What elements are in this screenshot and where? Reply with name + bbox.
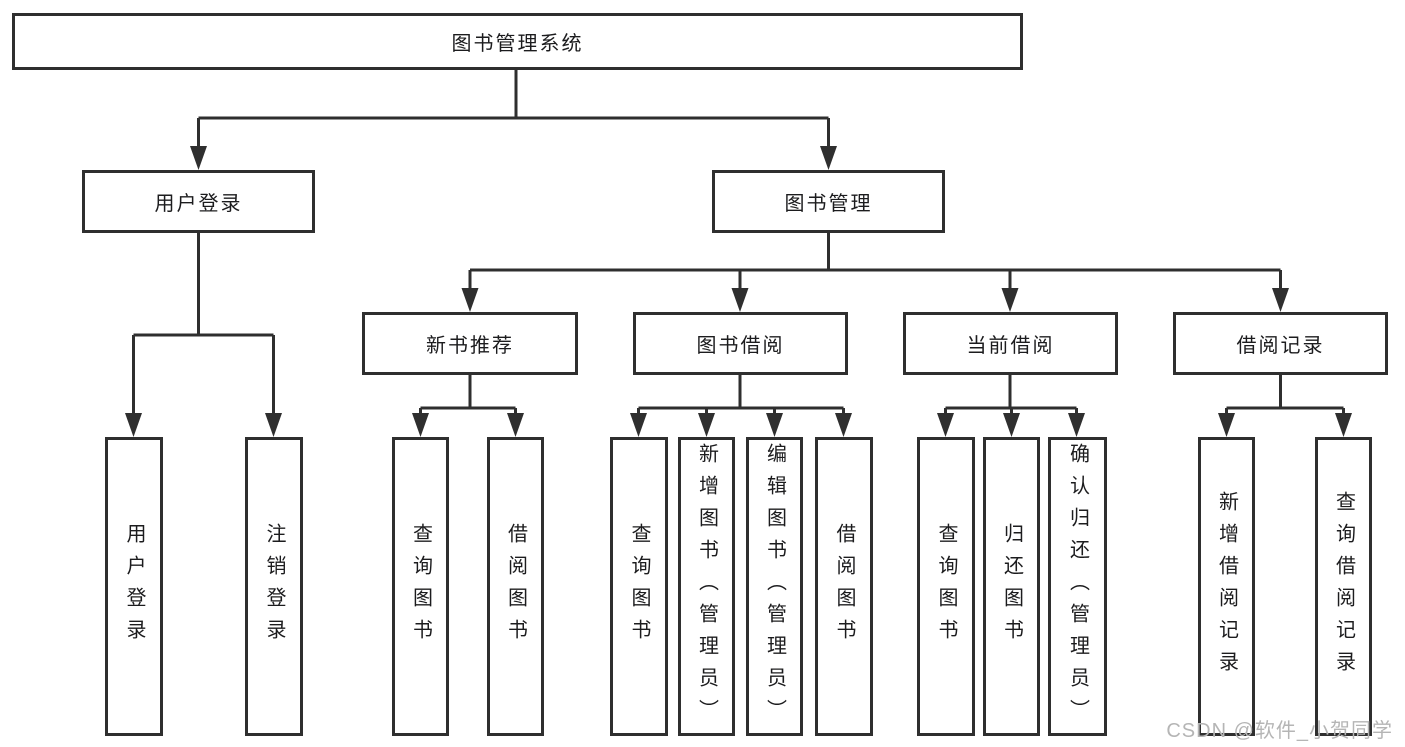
leaf-records-add-record: 新增借阅记录 bbox=[1198, 437, 1255, 736]
leaf-user-login: 用户登录 bbox=[105, 437, 163, 736]
leaf-recommend-query-books: 查询图书 bbox=[392, 437, 449, 736]
node-new-book-recommendation: 新书推荐 bbox=[362, 312, 578, 375]
leaf-borrowing-borrow-books: 借阅图书 bbox=[815, 437, 873, 736]
leaf-current-return-books: 归还图书 bbox=[983, 437, 1040, 736]
node-book-borrowing: 图书借阅 bbox=[633, 312, 848, 375]
leaf-current-query-books: 查询图书 bbox=[917, 437, 975, 736]
leaf-borrowing-add-books-admin: 新增图书（管理员） bbox=[678, 437, 735, 736]
leaf-borrowing-edit-books-admin: 编辑图书（管理员） bbox=[746, 437, 803, 736]
arrowhead-icons bbox=[125, 146, 1352, 437]
node-root: 图书管理系统 bbox=[12, 13, 1023, 70]
leaf-current-confirm-return-admin: 确认归还（管理员） bbox=[1048, 437, 1107, 736]
node-user-login: 用户登录 bbox=[82, 170, 315, 233]
node-current-borrowing: 当前借阅 bbox=[903, 312, 1118, 375]
leaf-records-query-record: 查询借阅记录 bbox=[1315, 437, 1372, 736]
node-borrowing-records: 借阅记录 bbox=[1173, 312, 1388, 375]
node-book-management: 图书管理 bbox=[712, 170, 945, 233]
leaf-logout: 注销登录 bbox=[245, 437, 303, 736]
tree-edges bbox=[132, 69, 1345, 415]
csdn-watermark: CSDN @软件_小贺同学 bbox=[1166, 720, 1393, 742]
leaf-borrowing-query-books: 查询图书 bbox=[610, 437, 668, 736]
leaf-recommend-borrow-books: 借阅图书 bbox=[487, 437, 544, 736]
